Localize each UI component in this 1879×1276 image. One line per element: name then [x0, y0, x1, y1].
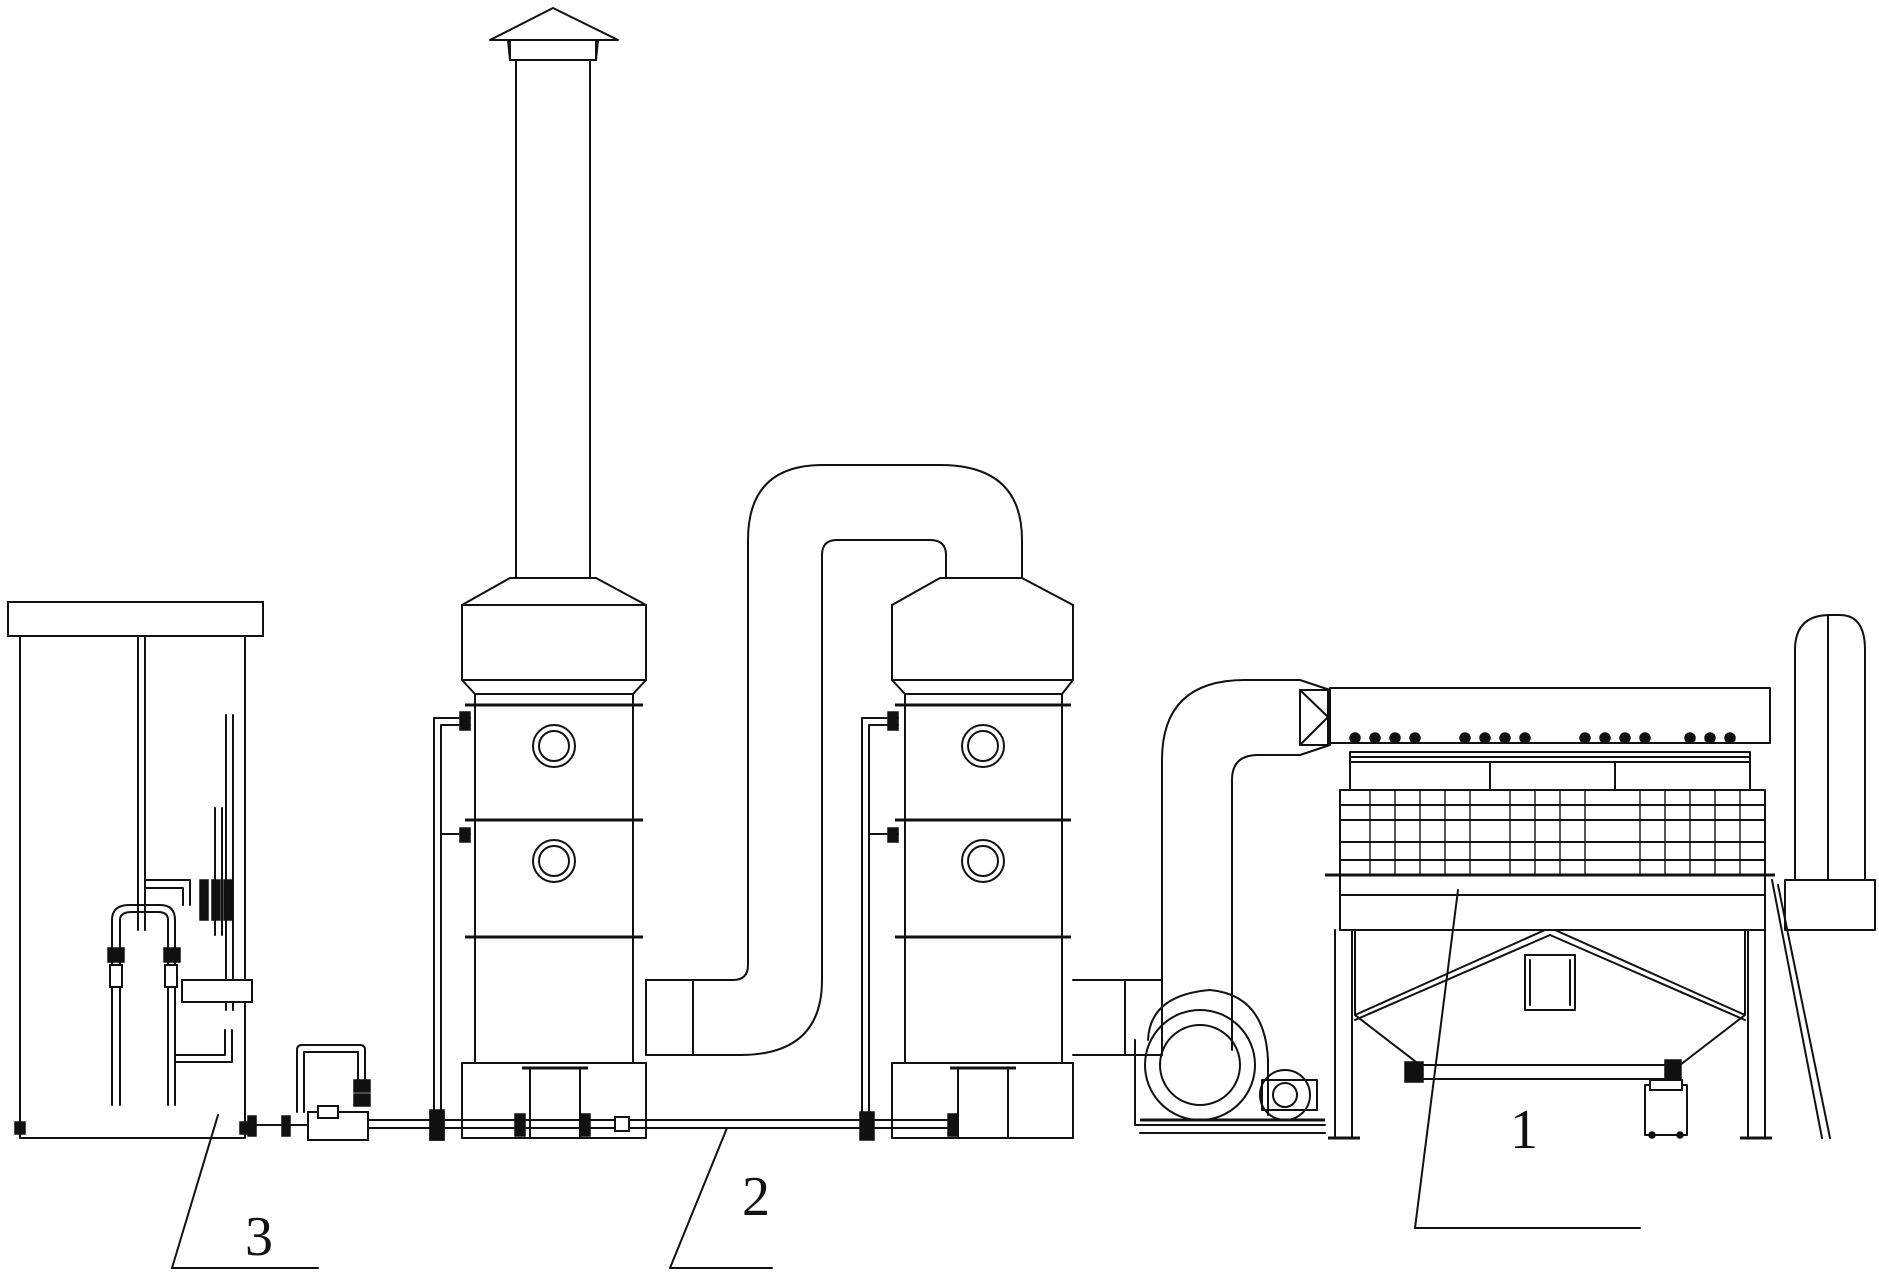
label-3: 3 [245, 1206, 273, 1268]
dosing-tank [7, 601, 264, 1139]
fan-assembly [1072, 679, 1326, 1134]
bag-filter [1299, 614, 1876, 1140]
label-2: 2 [742, 1166, 770, 1228]
scrubber-tower-2 [861, 577, 1074, 1139]
label-3-leader [171, 1114, 319, 1269]
label-1: 1 [1510, 1099, 1538, 1161]
crossover-duct [645, 464, 1023, 1056]
circulation-piping [244, 1044, 959, 1141]
scrubber-tower-1 [429, 7, 647, 1141]
label-1-leader [1414, 889, 1641, 1229]
filter-bags [1369, 790, 1741, 875]
label-2-leader [669, 1127, 773, 1269]
pulse-valves [1349, 732, 1736, 744]
